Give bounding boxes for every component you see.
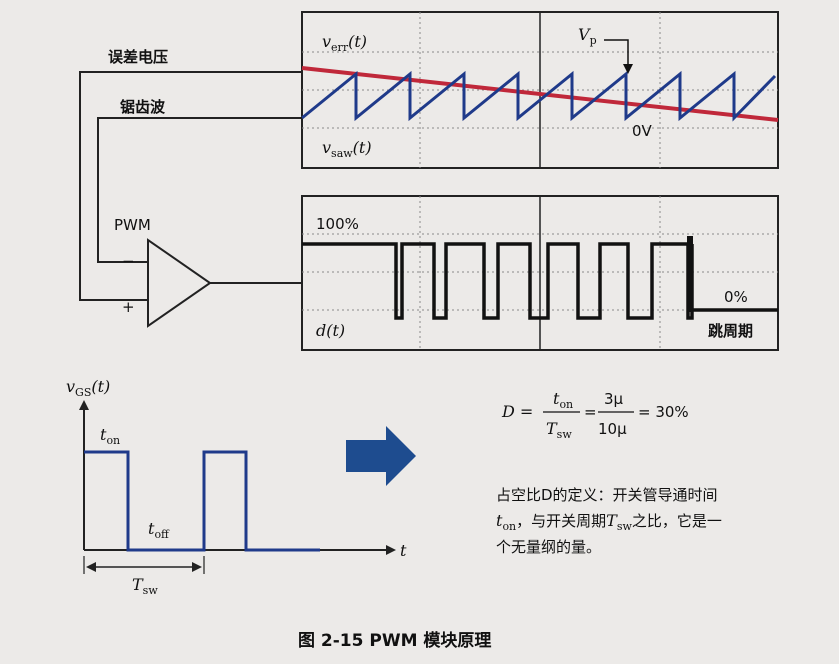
right-arrow-icon bbox=[346, 426, 416, 486]
vp-label: Vp bbox=[578, 25, 597, 47]
definition-line-1: 占空比D的定义：开关管导通时间 bbox=[496, 486, 718, 504]
comparator-wiring bbox=[79, 71, 302, 301]
duty-cycle-definition: 占空比D的定义：开关管导通时间 ton，与开关周期Tsw之比，它是一 个无量纲的… bbox=[496, 486, 722, 556]
t-on-label: ton bbox=[100, 425, 120, 447]
pwm-output-scope: 100% 0% d(t) 跳周期 bbox=[301, 195, 779, 351]
formula-denominator-value: 10μ bbox=[598, 420, 627, 438]
minus-input-label: − bbox=[122, 252, 135, 270]
vgs-label: vGS(t) bbox=[66, 377, 110, 399]
plus-input-label: + bbox=[122, 298, 135, 316]
pwm-comparator: PWM − + bbox=[114, 216, 212, 328]
vgs-axis-arrow bbox=[79, 400, 89, 410]
sawtooth-wave bbox=[301, 70, 777, 122]
comparator-inputs-scope: verr(t) vsaw(t) Vp 0V bbox=[301, 11, 779, 169]
skip-cycle-label: 跳周期 bbox=[708, 322, 753, 340]
pct-100-label: 100% bbox=[316, 215, 359, 233]
v-saw-label: vsaw(t) bbox=[322, 138, 372, 160]
formula-result: = 30% bbox=[638, 403, 689, 421]
vp-arrowhead bbox=[623, 64, 633, 74]
t-sw-label: Tsw bbox=[132, 575, 158, 597]
zero-volt-label: 0V bbox=[632, 122, 653, 140]
duty-cycle-label: d(t) bbox=[316, 321, 345, 340]
t-off-label: toff bbox=[148, 519, 170, 541]
time-axis-arrow bbox=[386, 545, 396, 555]
figure-caption: 图 2-15 PWM 模块原理 bbox=[298, 630, 491, 651]
definition-line-2: ton，与开关周期Tsw之比，它是一 bbox=[496, 511, 722, 533]
gate-drive-plot: vGS(t) t ton toff Tsw bbox=[66, 377, 407, 597]
error-voltage-label: 误差电压 bbox=[108, 48, 168, 66]
v-err-label: verr(t) bbox=[322, 32, 367, 54]
scope-grid-top bbox=[302, 12, 778, 168]
comparator-triangle bbox=[147, 238, 212, 328]
formula-numerator-value: 3μ bbox=[604, 390, 624, 408]
formula-eq: = bbox=[584, 403, 597, 421]
formula-numerator: ton bbox=[553, 389, 573, 411]
duty-cycle-formula: D = ton Tsw = 3μ 10μ = 30% bbox=[501, 389, 689, 441]
formula-lhs: D = bbox=[501, 402, 533, 421]
pwm-label: PWM bbox=[114, 216, 151, 234]
gate-pulse-waveform bbox=[84, 450, 320, 552]
error-voltage-line bbox=[301, 66, 779, 122]
vp-pointer bbox=[604, 39, 629, 70]
definition-line-3: 个无量纲的量。 bbox=[496, 538, 601, 556]
pct-0-label: 0% bbox=[724, 288, 748, 306]
time-axis-label: t bbox=[400, 541, 407, 560]
formula-denominator: Tsw bbox=[546, 419, 572, 441]
sawtooth-label: 锯齿波 bbox=[120, 98, 166, 116]
